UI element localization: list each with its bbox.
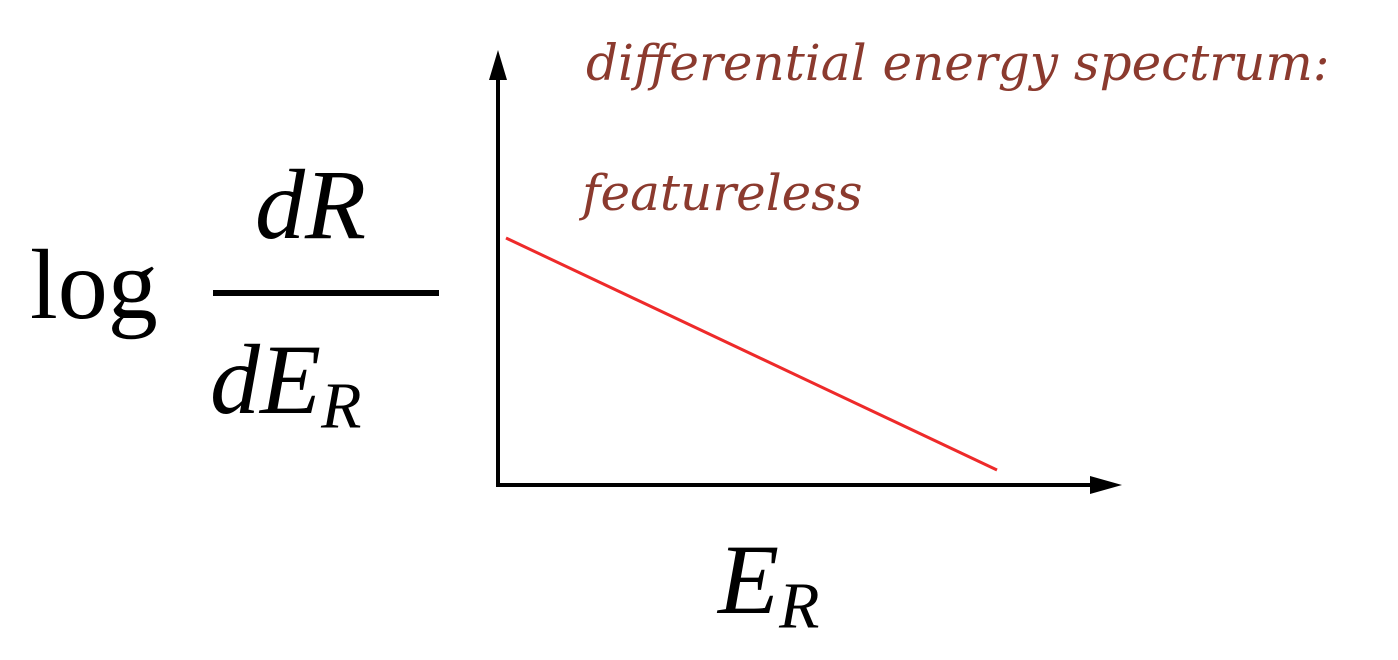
y-axis-label-denominator-subscript: R bbox=[321, 369, 362, 443]
y-axis-label-log: log bbox=[30, 229, 158, 340]
y-axis-label-denominator: dER bbox=[210, 330, 361, 440]
y-axis-label-numerator: dR bbox=[255, 149, 367, 260]
y-axis-arrowhead bbox=[489, 50, 507, 80]
y-axis-label-denominator-base: dE bbox=[210, 324, 322, 435]
x-axis-label: ER bbox=[718, 530, 819, 640]
annotation-line-2: featureless bbox=[582, 164, 863, 222]
x-axis-label-base: E bbox=[718, 524, 780, 635]
annotation-line-1: differential energy spectrum: bbox=[586, 34, 1330, 92]
x-axis-label-subscript: R bbox=[779, 569, 820, 643]
x-axis-arrowhead bbox=[1090, 476, 1122, 494]
spectrum-curve bbox=[505, 236, 998, 472]
fraction-bar bbox=[213, 290, 439, 296]
